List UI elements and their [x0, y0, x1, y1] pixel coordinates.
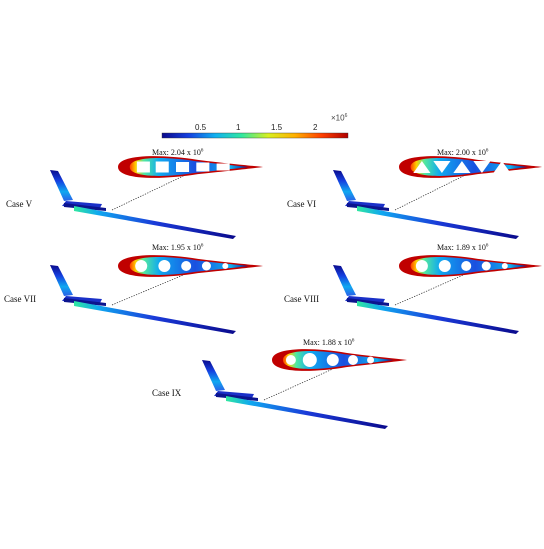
- lightening-hole: [438, 260, 451, 272]
- lightening-hole: [415, 260, 428, 272]
- vertical-fin: [50, 170, 73, 201]
- lightening-hole: [453, 161, 471, 173]
- fuselage: [216, 393, 258, 401]
- fuselage: [64, 298, 106, 306]
- vertical-fin: [333, 170, 356, 201]
- lightening-hole: [285, 355, 296, 365]
- wing-case: [50, 255, 263, 334]
- main-wing: [74, 206, 236, 239]
- max-stress-label: Max: 2.04 x 106: [152, 148, 204, 157]
- lightening-hole: [136, 161, 150, 173]
- case-label: Case V: [6, 199, 33, 209]
- colorbar-tick: 1.5: [271, 123, 283, 132]
- lightening-hole: [135, 260, 148, 272]
- lightening-hole: [367, 356, 375, 364]
- lightening-hole: [222, 263, 229, 269]
- max-stress-label: Max: 1.89 x 106: [437, 243, 489, 252]
- lightening-hole: [493, 161, 511, 173]
- leader-line: [111, 274, 184, 306]
- colorbar-tick: 1: [236, 123, 241, 132]
- lightening-hole: [473, 161, 491, 173]
- max-stress-label: Max: 2.00 x 106: [437, 148, 489, 157]
- lightening-hole: [461, 261, 472, 271]
- wing-case: [333, 255, 542, 334]
- lightening-hole: [501, 263, 508, 269]
- case-label: Case VI: [287, 199, 317, 209]
- leader-line: [394, 274, 464, 306]
- case-label: Case VIII: [284, 294, 320, 304]
- lightening-hole: [216, 163, 230, 171]
- lightening-hole: [201, 261, 211, 271]
- fuselage: [347, 298, 389, 306]
- airfoil-inner: [410, 158, 528, 176]
- lightening-hole: [158, 260, 171, 272]
- case-label: Case VII: [4, 294, 37, 304]
- lightening-hole: [481, 261, 491, 271]
- lightening-hole: [433, 161, 451, 173]
- max-stress-label: Max: 1.95 x 106: [152, 243, 204, 252]
- colorbar-exponent: ×106: [331, 113, 348, 123]
- leader-line: [263, 368, 333, 401]
- wing-case: [202, 349, 407, 429]
- vertical-fin: [202, 360, 225, 391]
- wing-case: [333, 156, 542, 239]
- lightening-hole: [413, 161, 431, 173]
- lightening-hole: [155, 161, 169, 173]
- lightening-hole: [348, 355, 358, 365]
- colorbar: [161, 132, 349, 139]
- lightening-hole: [176, 162, 190, 172]
- main-wing: [74, 301, 236, 334]
- main-wing: [357, 301, 519, 334]
- case-label: Case IX: [152, 388, 182, 398]
- leader-line: [394, 175, 464, 211]
- max-stress-label: Max: 1.88 x 106: [303, 338, 355, 347]
- main-wing: [357, 206, 519, 239]
- colorbar-tick: 2: [313, 123, 318, 132]
- fuselage: [347, 203, 389, 211]
- wing-case: [50, 156, 263, 239]
- fuselage: [64, 203, 106, 211]
- lightening-hole: [326, 354, 339, 366]
- leader-line: [111, 175, 184, 211]
- main-wing: [226, 396, 388, 429]
- lightening-hole: [181, 261, 192, 271]
- lightening-hole: [196, 162, 210, 172]
- vertical-fin: [50, 265, 73, 296]
- vertical-fin: [333, 265, 356, 296]
- colorbar-tick: 0.5: [195, 123, 207, 132]
- lightening-hole: [302, 353, 317, 367]
